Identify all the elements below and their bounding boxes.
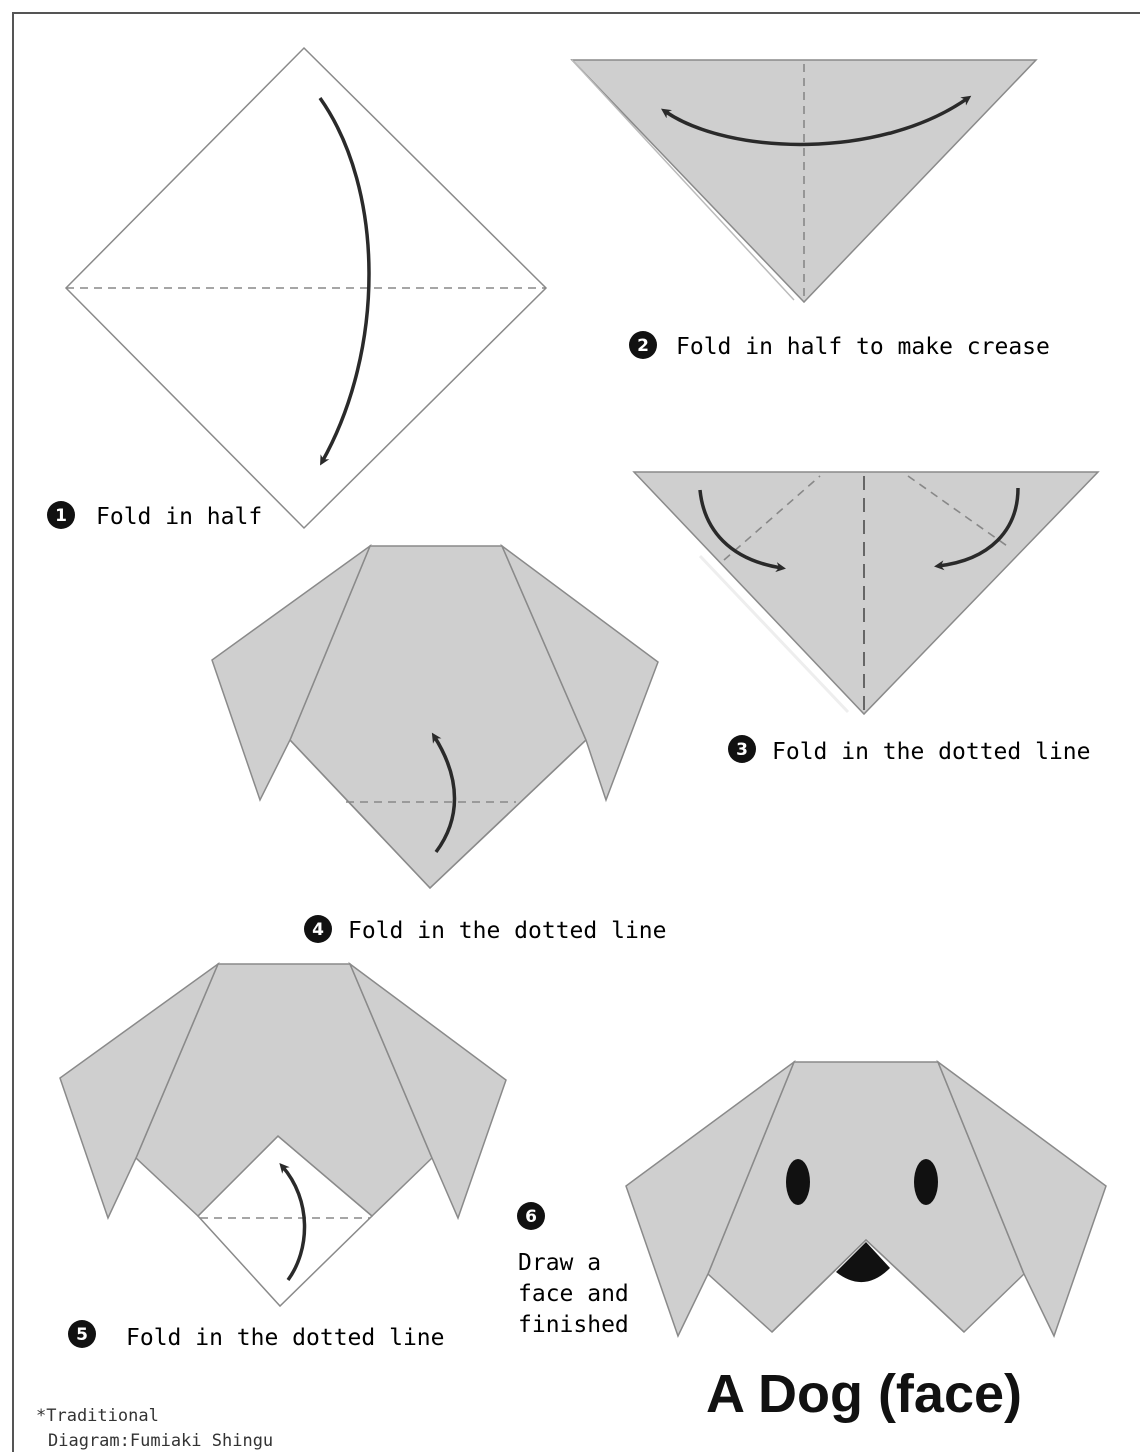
step-4-badge: 4 <box>304 915 332 943</box>
step-4-label: Fold in the dotted line <box>348 918 667 944</box>
step-6-figure <box>626 1062 1106 1336</box>
left-eye <box>786 1159 810 1205</box>
step-4-figure <box>212 546 658 888</box>
step-2-badge: 2 <box>629 331 657 359</box>
svg-text:5: 5 <box>76 1325 88 1345</box>
svg-text:6: 6 <box>525 1207 537 1227</box>
step-6-label-line-2: face and <box>518 1281 629 1307</box>
step-5-badge: 5 <box>68 1320 96 1348</box>
step-3-label: Fold in the dotted line <box>772 739 1091 765</box>
step-1-label: Fold in half <box>96 504 262 530</box>
svg-text:1: 1 <box>55 506 67 526</box>
step-3-figure <box>634 472 1098 714</box>
svg-text:2: 2 <box>637 336 649 356</box>
diagram-title: A Dog (face) <box>706 1364 1022 1424</box>
right-eye <box>914 1159 938 1205</box>
step-5-label: Fold in the dotted line <box>126 1325 445 1351</box>
step-6-badge: 6 <box>517 1202 545 1230</box>
credit-traditional: *Traditional <box>36 1406 159 1426</box>
step-5-figure <box>60 964 506 1306</box>
svg-text:4: 4 <box>312 920 324 940</box>
step-1-badge: 1 <box>47 501 75 529</box>
step-6-label-line-1: Draw a <box>518 1250 601 1276</box>
step-6-label-line-3: finished <box>518 1312 629 1338</box>
svg-text:3: 3 <box>736 740 748 760</box>
step-3-badge: 3 <box>728 735 756 763</box>
credit-diagram-author: Diagram:Fumiaki Shingu <box>48 1431 273 1451</box>
step-2-label: Fold in half to make crease <box>676 334 1050 360</box>
step-2-figure <box>572 60 1036 302</box>
step-1-figure <box>66 48 546 528</box>
